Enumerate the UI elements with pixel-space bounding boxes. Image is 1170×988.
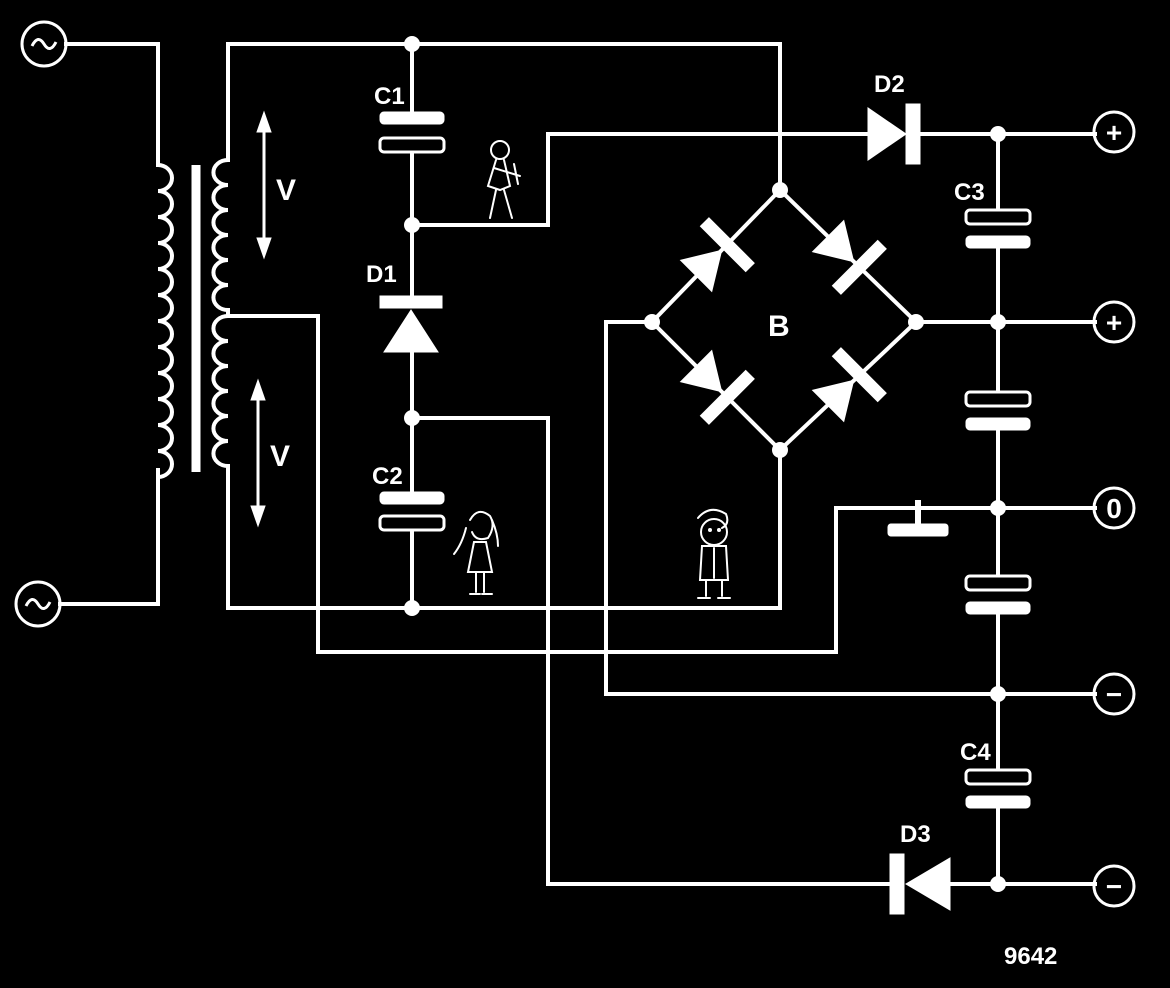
- primary-winding: [155, 162, 174, 480]
- doodle-figure-top: [486, 140, 521, 219]
- doodle-figure-boy: [697, 508, 731, 599]
- capacitor-c4: C4: [960, 739, 1032, 809]
- output-terminal-zero: 0: [1092, 486, 1136, 530]
- secondary-winding-lower: [211, 313, 231, 469]
- transformer: [155, 157, 231, 480]
- svg-text:0: 0: [1106, 493, 1122, 524]
- c2-label: C2: [372, 463, 403, 490]
- ac-input-terminal-bottom: [14, 580, 62, 628]
- primary-leads: [58, 42, 160, 606]
- svg-text:−: −: [1106, 679, 1122, 710]
- capacitor-c2: C2: [372, 463, 446, 532]
- output-terminal-minus-1: −: [1092, 672, 1136, 716]
- svg-text:+: +: [1106, 307, 1122, 338]
- drawing-number: 9642: [1004, 943, 1057, 970]
- capacitor-c-mid-upper: [964, 390, 1032, 431]
- diode-d3: D3: [889, 821, 951, 915]
- c4-label: C4: [960, 739, 991, 766]
- svg-text:−: −: [1106, 871, 1122, 902]
- d2-label: D2: [874, 71, 905, 98]
- junction-dots: [404, 36, 1006, 892]
- bridge-rectifier: B: [649, 187, 919, 453]
- diode-d1: D1: [366, 261, 443, 353]
- voltage-arrow-lower: V: [250, 378, 290, 528]
- voltage-label-upper: V: [276, 174, 296, 207]
- voltage-label-lower: V: [270, 440, 290, 473]
- diode-d2: D2: [867, 71, 921, 165]
- bridge-label: B: [768, 310, 790, 343]
- doodle-figure-girl: [453, 510, 499, 595]
- ground-tab: [887, 500, 949, 537]
- d1-label: D1: [366, 261, 397, 288]
- voltage-arrow-upper: V: [256, 110, 296, 260]
- c1-label: C1: [374, 83, 405, 110]
- output-terminal-plus-1: +: [1092, 110, 1136, 154]
- c3-label: C3: [954, 179, 985, 206]
- secondary-winding-upper: [211, 157, 231, 313]
- output-terminal-minus-2: −: [1092, 864, 1136, 908]
- wires: [226, 42, 1097, 886]
- ac-input-terminal-top: [20, 20, 68, 68]
- svg-text:+: +: [1106, 117, 1122, 148]
- capacitor-c3: C3: [954, 179, 1032, 249]
- capacitor-c-mid-lower: [964, 574, 1032, 615]
- output-terminal-plus-2: +: [1092, 300, 1136, 344]
- d3-label: D3: [900, 821, 931, 848]
- capacitor-c1: C1: [374, 83, 446, 154]
